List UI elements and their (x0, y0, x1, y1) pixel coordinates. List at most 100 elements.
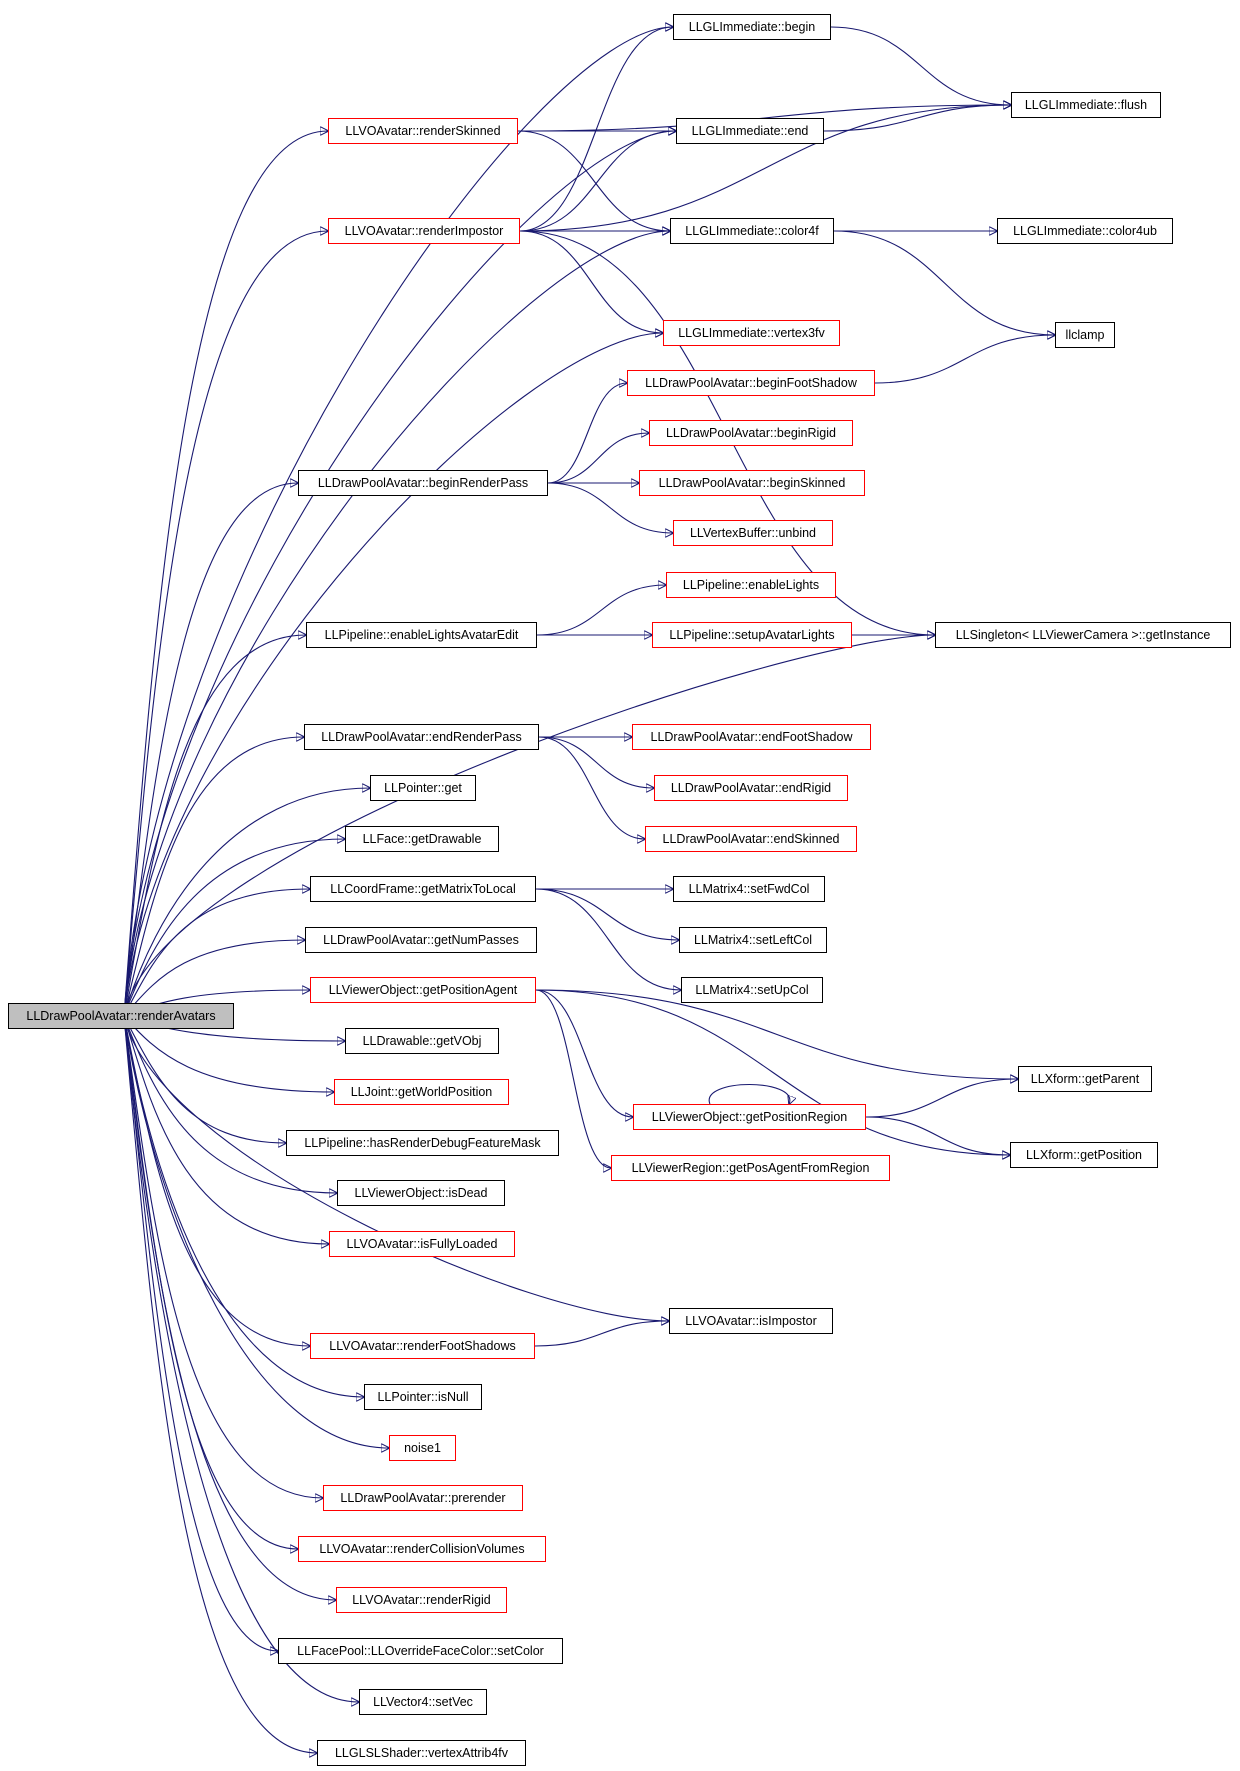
function-node[interactable]: LLMatrix4::setUpCol (681, 977, 823, 1003)
function-node[interactable]: LLPipeline::enableLightsAvatarEdit (306, 622, 537, 648)
function-node[interactable]: LLDrawable::getVObj (345, 1028, 499, 1054)
call-edge (123, 1015, 329, 1244)
function-node[interactable]: LLViewerObject::isDead (337, 1180, 505, 1206)
call-edge (535, 989, 633, 1117)
function-node[interactable]: LLViewerObject::getPositionAgent (310, 977, 536, 1003)
call-edge (123, 131, 328, 1017)
call-edge (538, 736, 645, 839)
call-edge (535, 989, 611, 1168)
function-node[interactable]: LLDrawPoolAvatar::endRigid (654, 775, 848, 801)
call-edge (123, 1015, 317, 1753)
function-node[interactable]: LLDrawPoolAvatar::endSkinned (645, 826, 857, 852)
function-node[interactable]: llclamp (1055, 322, 1115, 348)
call-edge (547, 433, 649, 484)
call-edge (123, 1015, 278, 1651)
function-node[interactable]: LLVector4::setVec (359, 1689, 487, 1715)
call-edge (123, 1015, 298, 1549)
call-edge (123, 737, 304, 1017)
call-edge (547, 383, 627, 484)
function-node[interactable]: LLVOAvatar::renderSkinned (328, 118, 518, 144)
function-node[interactable]: LLDrawPoolAvatar::endRenderPass (304, 724, 539, 750)
call-edge (538, 736, 654, 788)
function-node[interactable]: LLGLImmediate::color4ub (997, 218, 1173, 244)
call-edge (519, 105, 1011, 232)
function-node[interactable]: LLDrawPoolAvatar::beginFootShadow (627, 370, 875, 396)
function-node[interactable]: LLGLSLShader::vertexAttrib4fv (317, 1740, 526, 1766)
call-edge (874, 335, 1055, 384)
function-node[interactable]: noise1 (389, 1435, 456, 1461)
call-edge (123, 1015, 389, 1448)
function-node[interactable]: LLPipeline::hasRenderDebugFeatureMask (286, 1130, 559, 1156)
function-node[interactable]: LLFace::getDrawable (345, 826, 499, 852)
function-node[interactable]: LLPointer::get (370, 775, 476, 801)
call-edge (517, 130, 670, 231)
call-edge (123, 1015, 286, 1143)
call-edge (123, 483, 298, 1017)
function-node[interactable]: LLVOAvatar::renderCollisionVolumes (298, 1536, 546, 1562)
call-edge (519, 27, 673, 232)
call-edge (830, 26, 1011, 105)
call-edge (535, 888, 679, 940)
call-edge (123, 1015, 359, 1702)
function-node[interactable]: LLGLImmediate::vertex3fv (663, 320, 840, 346)
function-node[interactable]: LLMatrix4::setFwdCol (673, 876, 825, 902)
function-node[interactable]: LLDrawPoolAvatar::prerender (323, 1485, 523, 1511)
call-edge (823, 105, 1011, 132)
call-edge (123, 635, 306, 1017)
function-node[interactable]: LLVOAvatar::renderImpostor (328, 218, 520, 244)
call-edge (123, 333, 663, 1017)
function-node[interactable]: LLPipeline::enableLights (666, 572, 836, 598)
call-edge (123, 1015, 337, 1193)
call-edge (708, 1084, 790, 1105)
call-edge (535, 989, 1010, 1155)
function-node[interactable]: LLDrawPoolAvatar::endFootShadow (632, 724, 871, 750)
function-node[interactable]: LLVOAvatar::isImpostor (669, 1308, 833, 1334)
function-node[interactable]: LLSingleton< LLViewerCamera >::getInstan… (935, 622, 1231, 648)
call-edge (833, 230, 1055, 335)
function-node[interactable]: LLDrawPoolAvatar::beginRigid (649, 420, 853, 446)
call-edge (123, 839, 345, 1017)
call-edge (123, 231, 328, 1017)
call-edge (123, 1015, 364, 1397)
call-edge (123, 1015, 669, 1321)
call-edge (123, 1015, 336, 1600)
function-node[interactable]: LLVertexBuffer::unbind (673, 520, 833, 546)
call-edge (865, 1079, 1018, 1118)
function-node[interactable]: LLPipeline::setupAvatarLights (652, 622, 852, 648)
function-node[interactable]: LLViewerRegion::getPosAgentFromRegion (611, 1155, 890, 1181)
function-node[interactable]: LLGLImmediate::flush (1011, 92, 1161, 118)
root-function-node[interactable]: LLDrawPoolAvatar::renderAvatars (8, 1003, 234, 1029)
call-edge (865, 1116, 1010, 1155)
call-edge (547, 482, 673, 533)
function-node[interactable]: LLPointer::isNull (364, 1384, 482, 1410)
function-node[interactable]: LLVOAvatar::isFullyLoaded (329, 1231, 515, 1257)
function-node[interactable]: LLDrawPoolAvatar::beginRenderPass (298, 470, 548, 496)
function-node[interactable]: LLDrawPoolAvatar::beginSkinned (639, 470, 865, 496)
function-node[interactable]: LLMatrix4::setLeftCol (679, 927, 827, 953)
function-node[interactable]: LLVOAvatar::renderRigid (336, 1587, 507, 1613)
call-edge (519, 131, 676, 232)
function-node[interactable]: LLVOAvatar::renderFootShadows (310, 1333, 535, 1359)
call-edge (123, 788, 370, 1017)
function-node[interactable]: LLXform::getPosition (1010, 1142, 1158, 1168)
call-edge (535, 989, 1018, 1079)
call-edge (123, 27, 673, 1017)
call-edge (123, 1015, 334, 1092)
function-node[interactable]: LLGLImmediate::begin (673, 14, 831, 40)
function-node[interactable]: LLCoordFrame::getMatrixToLocal (310, 876, 536, 902)
function-node[interactable]: LLJoint::getWorldPosition (334, 1079, 509, 1105)
function-node[interactable]: LLGLImmediate::color4f (670, 218, 834, 244)
call-edge (123, 1015, 323, 1498)
function-node[interactable]: LLFacePool::LLOverrideFaceColor::setColo… (278, 1638, 563, 1664)
function-node[interactable]: LLViewerObject::getPositionRegion (633, 1104, 866, 1130)
call-edge (123, 889, 310, 1017)
call-edge (536, 585, 666, 636)
function-node[interactable]: LLDrawPoolAvatar::getNumPasses (305, 927, 537, 953)
call-edge (535, 888, 681, 990)
call-edge (534, 1321, 669, 1347)
call-edge (519, 230, 663, 333)
function-node[interactable]: LLXform::getParent (1018, 1066, 1152, 1092)
function-node[interactable]: LLGLImmediate::end (676, 118, 824, 144)
